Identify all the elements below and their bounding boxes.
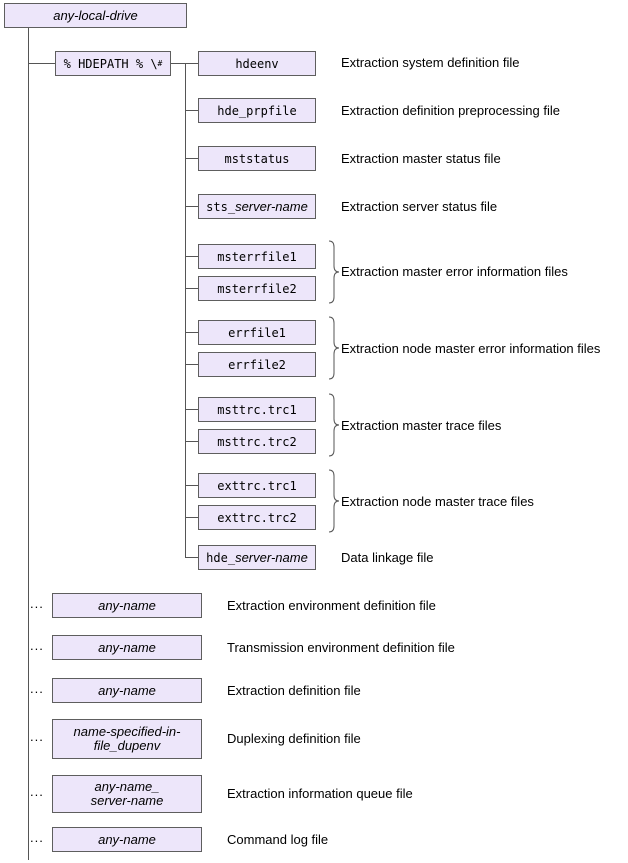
branch-line: [185, 332, 198, 333]
branch-line: [185, 256, 198, 257]
hdepath-superscript: #: [157, 59, 163, 68]
node-hdeenv: hdeenv: [198, 51, 316, 76]
node-msterrfile1-label: msterrfile1: [217, 249, 297, 264]
hdepath-node-label: % HDEPATH % \: [63, 56, 158, 71]
desc-node-master-error-files: Extraction node master error information…: [341, 341, 601, 356]
desc-master-trace-files: Extraction master trace files: [341, 418, 502, 433]
node-exttrc-trc1: exttrc.trc1: [198, 473, 316, 498]
node-hde-server-name: hde_server-name: [198, 545, 316, 570]
item-node-label: any-name_ server-name: [90, 779, 164, 808]
node-exttrc-trc1-label: exttrc.trc1: [217, 478, 297, 493]
branch-line: [185, 158, 198, 159]
item-desc: Extraction definition file: [227, 683, 361, 698]
node-msterrfile2-label: msterrfile2: [217, 281, 297, 296]
node-mststatus-label: mststatus: [224, 151, 290, 166]
hdepath-connector-line: [171, 63, 198, 64]
node-mststatus: mststatus: [198, 146, 316, 171]
item-node: any-name: [52, 827, 202, 852]
item-node: name-specified-in-file_dupenv: [52, 719, 202, 759]
brace-node-error: [328, 316, 340, 380]
sub-trunk-line: [185, 63, 186, 558]
item-node-label: any-name: [98, 639, 156, 655]
node-msttrc-trc1: msttrc.trc1: [198, 397, 316, 422]
branch-line: [185, 409, 198, 410]
item-dots: ...: [30, 830, 44, 845]
node-msttrc-trc2-label: msttrc.trc2: [217, 434, 297, 449]
item-node: any-name_ server-name: [52, 775, 202, 813]
item-desc: Duplexing definition file: [227, 731, 361, 746]
item-dots: ...: [30, 638, 44, 653]
desc-hdeenv: Extraction system definition file: [341, 55, 520, 70]
item-dots: ...: [30, 596, 44, 611]
item-node-label: any-name: [98, 831, 156, 847]
node-hde-prpfile-label: hde_prpfile: [217, 103, 297, 118]
node-exttrc-trc2-label: exttrc.trc2: [217, 510, 297, 525]
item-desc: Extraction environment definition file: [227, 598, 436, 613]
item-dots: ...: [30, 784, 44, 799]
branch-line: [185, 288, 198, 289]
branch-line: [185, 557, 198, 558]
node-hde-prpfile: hde_prpfile: [198, 98, 316, 123]
node-msttrc-trc2: msttrc.trc2: [198, 429, 316, 454]
node-sts-prefix: sts_: [206, 199, 236, 214]
brace-master-trace: [328, 393, 340, 457]
desc-mststatus: Extraction master status file: [341, 151, 501, 166]
desc-node-master-trace-files: Extraction node master trace files: [341, 494, 534, 509]
node-errfile1: errfile1: [198, 320, 316, 345]
node-sts-server-name: sts_server-name: [198, 194, 316, 219]
branch-line: [185, 517, 198, 518]
item-node-label: name-specified-in-file_dupenv: [73, 724, 181, 753]
node-errfile2-label: errfile2: [228, 357, 286, 372]
node-msterrfile1: msterrfile1: [198, 244, 316, 269]
branch-line: [185, 206, 198, 207]
node-hde-prefix: hde_: [206, 550, 236, 565]
node-hdeenv-label: hdeenv: [235, 56, 279, 71]
node-msterrfile2: msterrfile2: [198, 276, 316, 301]
root-node: any-local-drive: [4, 3, 187, 28]
branch-line: [185, 364, 198, 365]
node-errfile2: errfile2: [198, 352, 316, 377]
branch-line: [185, 441, 198, 442]
brace-master-error: [328, 240, 340, 304]
desc-master-error-files: Extraction master error information file…: [341, 264, 568, 279]
item-desc: Transmission environment definition file: [227, 640, 455, 655]
node-exttrc-trc2: exttrc.trc2: [198, 505, 316, 530]
desc-sts-server-name: Extraction server status file: [341, 199, 498, 214]
item-desc: Extraction information queue file: [227, 786, 413, 801]
node-msttrc-trc1-label: msttrc.trc1: [217, 402, 297, 417]
item-node: any-name: [52, 635, 202, 660]
item-node-label: any-name: [98, 597, 156, 613]
branch-line: [185, 110, 198, 111]
hdepath-branch-line: [28, 63, 55, 64]
brace-node-trace: [328, 469, 340, 533]
item-node-label: any-name: [98, 682, 156, 698]
item-dots: ...: [30, 681, 44, 696]
item-node: any-name: [52, 678, 202, 703]
node-errfile1-label: errfile1: [228, 325, 286, 340]
item-desc: Command log file: [227, 832, 329, 847]
node-sts-italic: server-name: [235, 198, 308, 214]
node-hde-italic: server-name: [235, 549, 308, 565]
desc-data-linkage: Data linkage file: [341, 550, 434, 565]
hdepath-node: % HDEPATH % \#: [55, 51, 171, 76]
item-dots: ...: [30, 729, 44, 744]
branch-line: [185, 485, 198, 486]
root-node-label: any-local-drive: [53, 7, 138, 23]
desc-hde-prpfile: Extraction definition preprocessing file: [341, 103, 560, 118]
item-node: any-name: [52, 593, 202, 618]
root-trunk-line: [28, 28, 29, 860]
